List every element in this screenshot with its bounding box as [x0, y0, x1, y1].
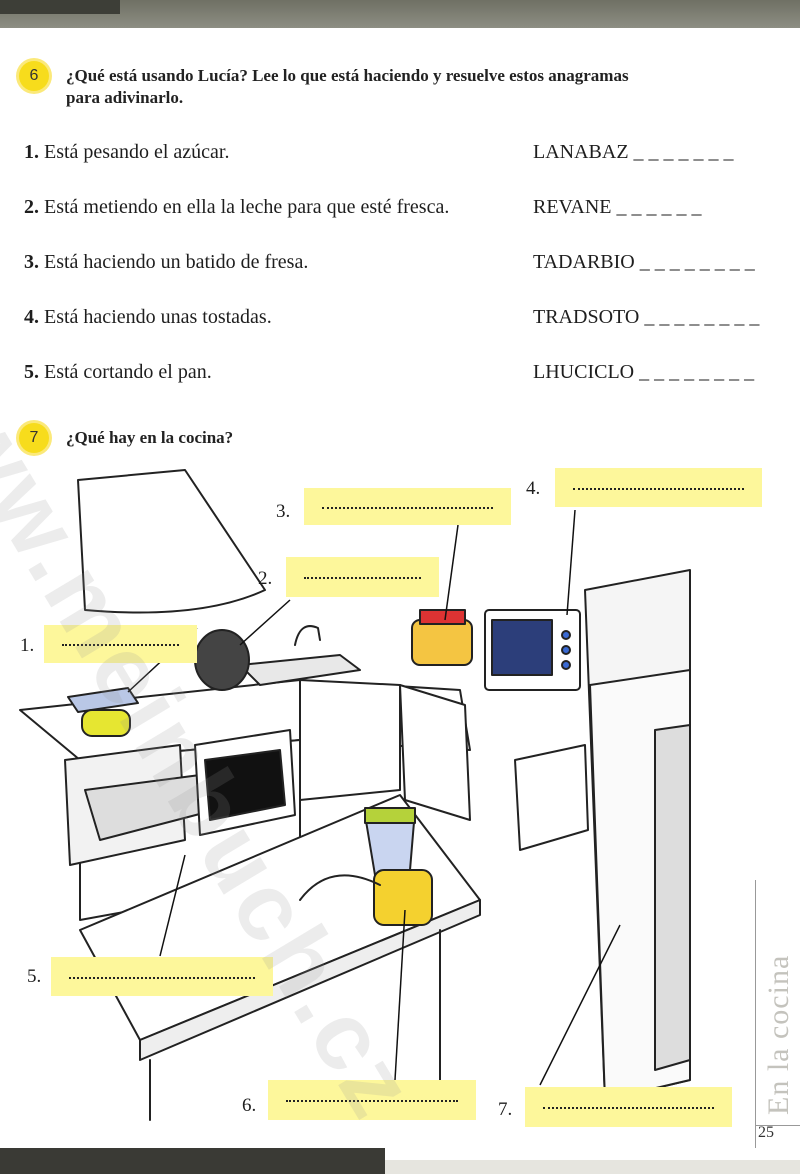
- header-band-accent: [0, 0, 120, 14]
- sentence-text: Está cortando el pan.: [44, 361, 212, 383]
- label-4-number: 4.: [526, 478, 541, 499]
- sentence-text: Está metiendo en ella la leche para que …: [44, 196, 450, 218]
- answer-field-4[interactable]: [555, 468, 762, 507]
- answer-field-6[interactable]: [268, 1080, 476, 1120]
- sentence-number: 4.: [24, 306, 39, 328]
- sidebar-divider: [755, 880, 756, 1148]
- sentence-row-4: 4. Está haciendo unas tostadas.: [24, 305, 272, 329]
- sentence-row-3: 3. Está haciendo un batido de fresa.: [24, 250, 308, 274]
- anagram-word: LHUCICLO: [533, 361, 635, 383]
- answer-field-7[interactable]: [525, 1087, 732, 1127]
- sentence-row-1: 1. Está pesando el azúcar.: [24, 140, 229, 164]
- sentence-text: Está haciendo un batido de fresa.: [44, 251, 309, 273]
- answer-field-1[interactable]: [44, 625, 197, 663]
- anagram-blanks[interactable]: _ _ _ _ _ _ _: [633, 141, 734, 163]
- sentence-number: 2.: [24, 196, 39, 218]
- sentence-text: Está haciendo unas tostadas.: [44, 306, 272, 328]
- answer-field-3[interactable]: [304, 488, 511, 525]
- footer-band: [0, 1148, 385, 1174]
- lamp-shade: [77, 469, 266, 614]
- exercise-6-number: 6: [29, 67, 39, 84]
- exercise-7-instruction: ¿Qué hay en la cocina?: [66, 428, 234, 447]
- anagram-1[interactable]: LANABAZ _ _ _ _ _ _ _: [533, 140, 734, 164]
- instruction-line-2: para adivinarlo.: [66, 88, 184, 107]
- footer-band-light: [385, 1160, 800, 1174]
- sentence-number: 1.: [24, 141, 39, 163]
- exercise-7-badge: 7: [19, 423, 49, 453]
- anagram-blanks[interactable]: _ _ _ _ _ _: [616, 196, 702, 218]
- anagram-3[interactable]: TADARBIO _ _ _ _ _ _ _ _: [533, 250, 755, 274]
- answer-field-5[interactable]: [51, 957, 273, 996]
- label-7-number: 7.: [498, 1099, 513, 1120]
- toaster: [411, 619, 473, 666]
- anagram-5[interactable]: LHUCICLO _ _ _ _ _ _ _ _: [533, 360, 754, 384]
- label-2-number: 2.: [258, 568, 273, 589]
- anagram-word: TRADSOTO: [533, 306, 640, 328]
- label-6-number: 6.: [242, 1095, 257, 1116]
- anagram-blanks[interactable]: _ _ _ _ _ _ _ _: [644, 306, 760, 328]
- sentence-number: 5.: [24, 361, 39, 383]
- pot: [194, 629, 250, 691]
- anagram-word: TADARBIO: [533, 251, 635, 273]
- sentence-number: 3.: [24, 251, 39, 273]
- label-1-number: 1.: [20, 635, 35, 656]
- exercise-7-number: 7: [29, 429, 39, 446]
- instruction-line-1: ¿Qué está usando Lucía? Lee lo que está …: [66, 66, 629, 85]
- anagram-2[interactable]: REVANE _ _ _ _ _ _: [533, 195, 702, 219]
- scale: [67, 687, 139, 713]
- header-band: [0, 0, 800, 28]
- anagram-blanks[interactable]: _ _ _ _ _ _ _ _: [639, 361, 755, 383]
- sentence-row-5: 5. Está cortando el pan.: [24, 360, 212, 384]
- chapter-title: En la cocina: [762, 954, 795, 1115]
- label-3-number: 3.: [276, 501, 291, 522]
- anagram-word: LANABAZ: [533, 141, 629, 163]
- exercise-6-instruction: ¿Qué está usando Lucía? Lee lo que está …: [66, 65, 629, 109]
- label-5-number: 5.: [27, 966, 42, 987]
- sidebar-divider-horizontal: [755, 1125, 800, 1126]
- anagram-word: REVANE: [533, 196, 612, 218]
- anagram-4[interactable]: TRADSOTO _ _ _ _ _ _ _ _: [533, 305, 759, 329]
- page-number: 25: [758, 1124, 774, 1141]
- exercise-6-badge: 6: [19, 61, 49, 91]
- anagram-blanks[interactable]: _ _ _ _ _ _ _ _: [639, 251, 755, 273]
- sink: [239, 654, 361, 686]
- answer-field-2[interactable]: [286, 557, 439, 597]
- sentence-row-2: 2. Está metiendo en ella la leche para q…: [24, 195, 449, 219]
- sentence-text: Está pesando el azúcar.: [44, 141, 230, 163]
